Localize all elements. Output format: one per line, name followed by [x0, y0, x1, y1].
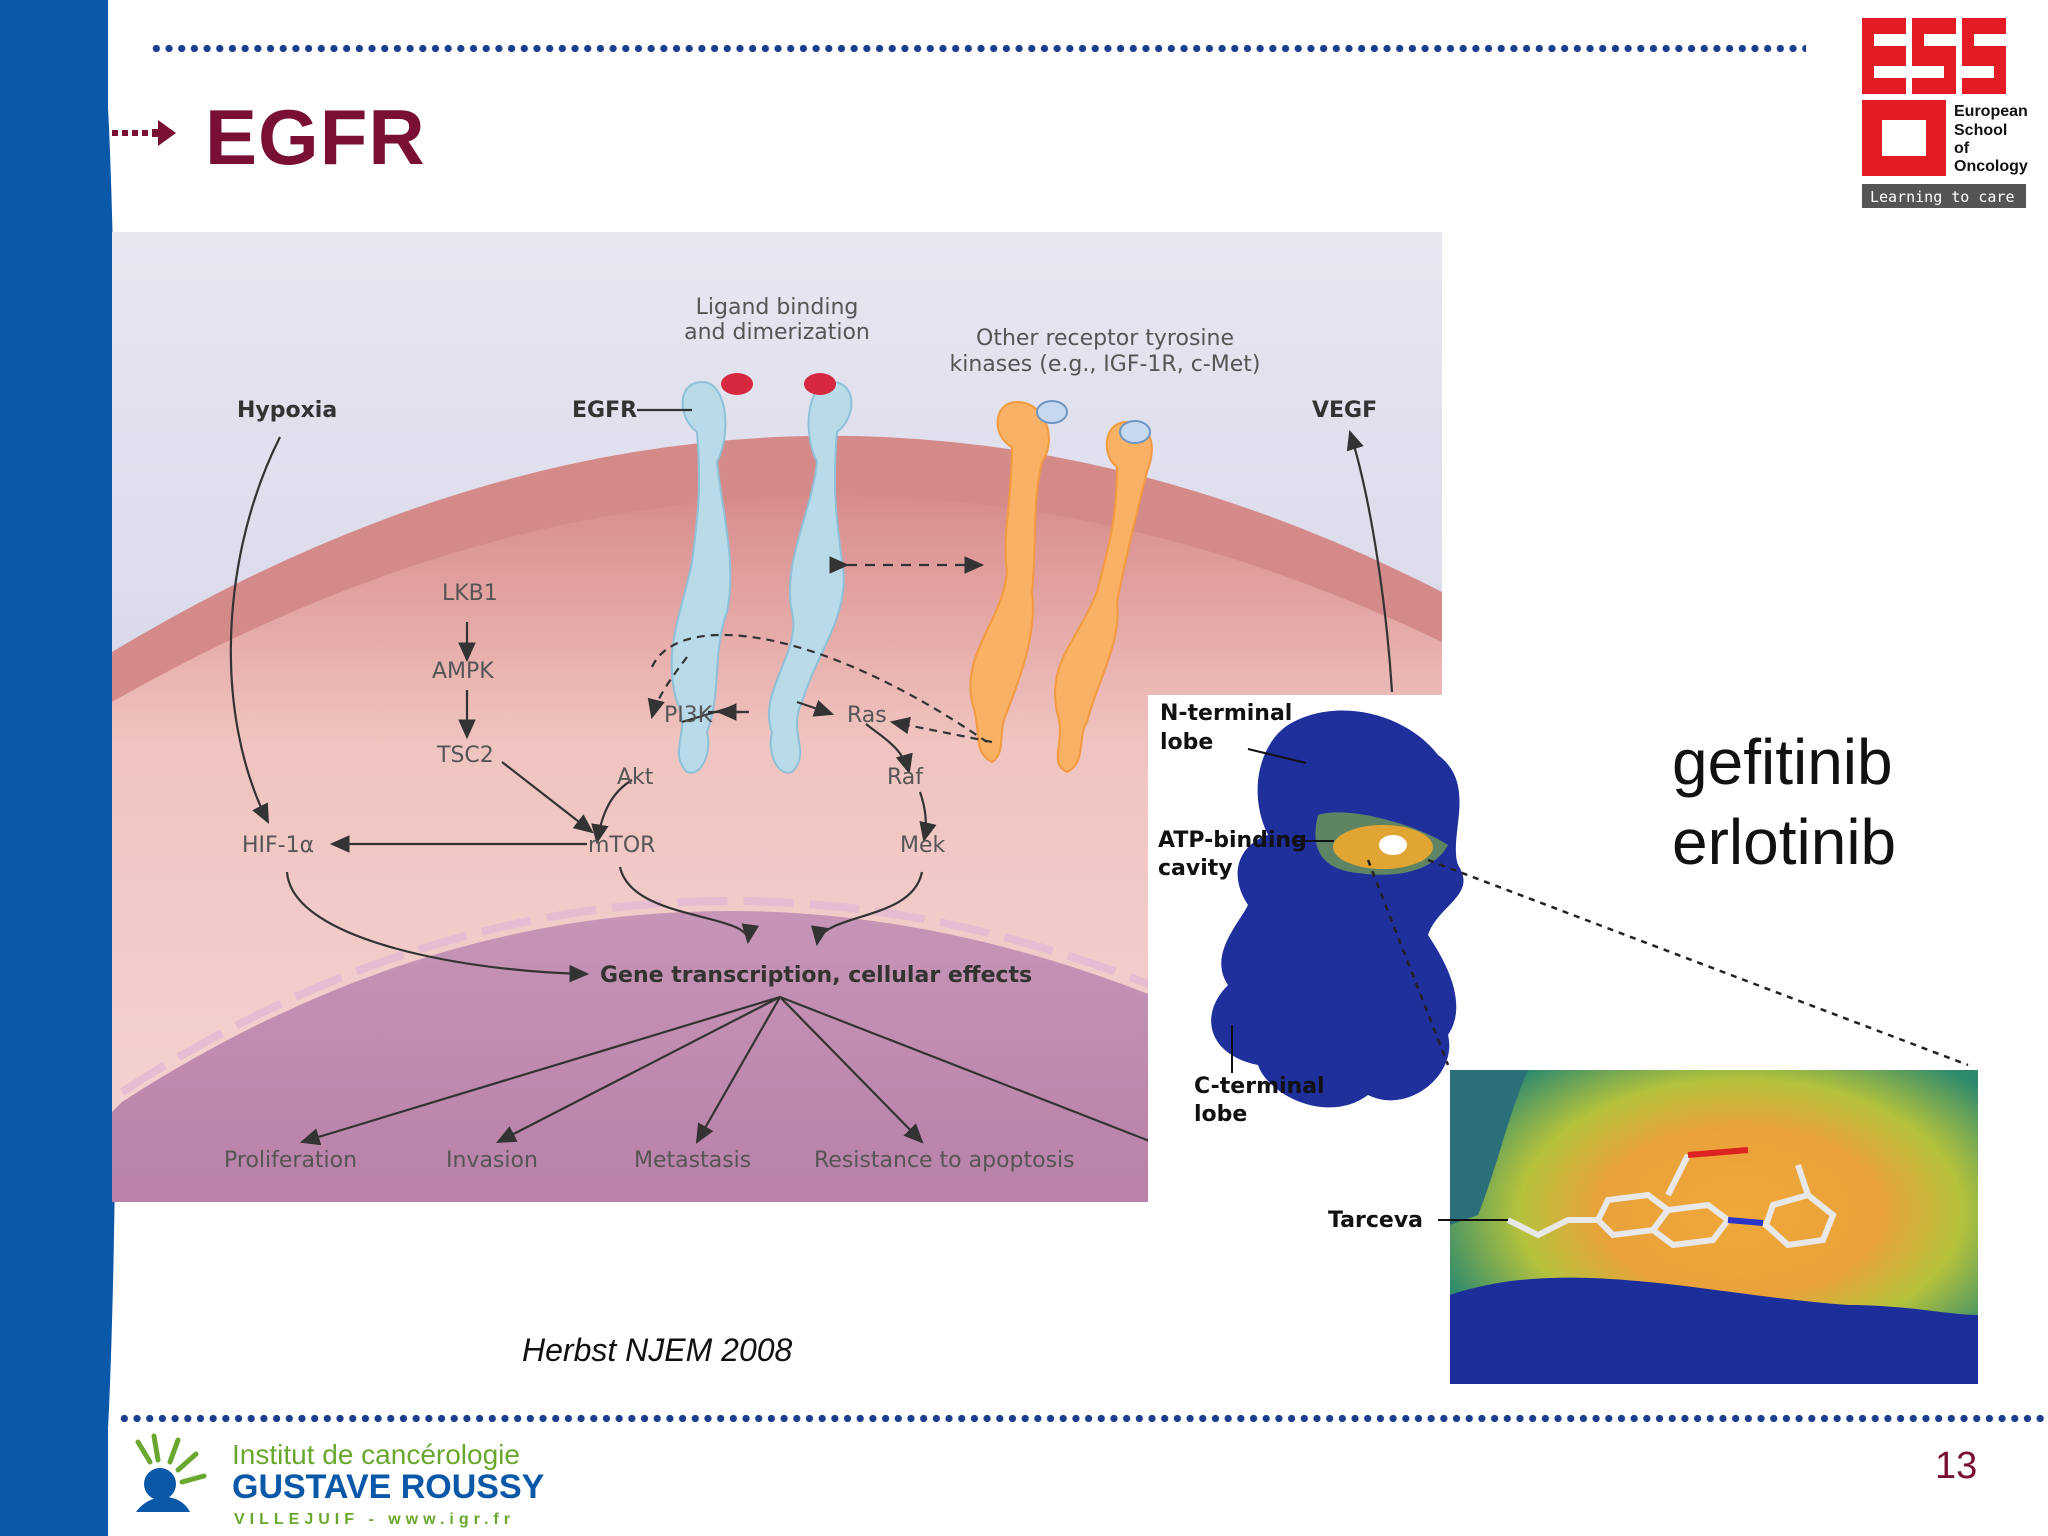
- other-rtk-dimer: [969, 400, 1153, 774]
- atp-binding-label-1: ATP-binding: [1158, 828, 1307, 853]
- metastasis-label: Metastasis: [634, 1148, 751, 1173]
- akt-label: Akt: [617, 765, 654, 790]
- vegf-label: VEGF: [1312, 398, 1377, 423]
- left-sidebar-curve: [96, 0, 116, 1536]
- egfr-receptor-dimer: [670, 380, 853, 774]
- lkb1-label: LKB1: [442, 581, 498, 606]
- ligand-1: [721, 373, 753, 395]
- slide-title: EGFR: [205, 93, 426, 181]
- egfr-kinase-structure-panel: N-terminal lobe ATP-binding cavity C-ter…: [1148, 695, 1978, 1384]
- ampk-label: AMPK: [432, 659, 494, 684]
- drug-list: gefitinib erlotinib: [1672, 722, 1896, 882]
- tarceva-label: Tarceva: [1328, 1208, 1423, 1233]
- tsc2-label: TSC2: [436, 743, 494, 768]
- eso-logo: European School of Oncology Learning to …: [1862, 18, 2028, 208]
- other-rtk-label-1: Other receptor tyrosine: [976, 326, 1234, 351]
- igr-logo: Institut de cancérologie GUSTAVE ROUSSY …: [135, 1433, 545, 1528]
- left-sidebar-bar: [0, 0, 108, 1536]
- atp-binding-label-2: cavity: [1158, 856, 1233, 881]
- igr-logo-mark: [135, 1433, 207, 1512]
- ras-label: Ras: [847, 703, 887, 728]
- page-number: 13: [1935, 1445, 1978, 1487]
- n-terminal-label-2: lobe: [1160, 730, 1213, 755]
- igr-line-2: GUSTAVE ROUSSY: [232, 1468, 545, 1506]
- hypoxia-label: Hypoxia: [237, 398, 337, 423]
- rtk-ligand-2: [1119, 420, 1151, 444]
- igr-line-1: Institut de cancérologie: [232, 1439, 520, 1470]
- c-terminal-label-1: C-terminal: [1194, 1074, 1325, 1099]
- eso-logo-mark: [1862, 18, 2006, 176]
- nuclear-envelope: [119, 896, 1194, 1096]
- proliferation-label: Proliferation: [224, 1148, 357, 1173]
- mek-label: Mek: [900, 833, 946, 858]
- igr-line-3: VILLEJUIF - www.igr.fr: [234, 1511, 515, 1528]
- kinase-surface: [1211, 710, 1464, 1108]
- drug-gefitinib: gefitinib: [1672, 726, 1893, 798]
- drug-erlotinib: erlotinib: [1672, 806, 1897, 878]
- eso-line-4: Oncology: [1954, 158, 2028, 175]
- egfr-label: EGFR: [572, 398, 637, 423]
- eso-line-2: School: [1954, 122, 2007, 139]
- gene-transcription-label: Gene transcription, cellular effects: [600, 963, 1032, 988]
- c-terminal-label-2: lobe: [1194, 1102, 1247, 1127]
- eso-tagline: Learning to care: [1870, 188, 2015, 206]
- invasion-label: Invasion: [446, 1148, 538, 1173]
- title-arrow-icon: [112, 120, 176, 146]
- ligand-binding-label-1: Ligand binding: [696, 295, 859, 320]
- top-dotted-rule: [150, 44, 1806, 53]
- pi3k-label: PI3K: [664, 703, 713, 728]
- hif-label: HIF-1α: [242, 833, 314, 858]
- other-rtk-label-2: kinases (e.g., IGF-1R, c-Met): [950, 352, 1261, 377]
- rtk-ligand-1: [1036, 400, 1068, 424]
- egfr-pathway-diagram: Ligand binding and dimerization Other re…: [112, 232, 1442, 1202]
- eso-line-3: of: [1954, 140, 1970, 157]
- n-terminal-label-1: N-terminal: [1160, 701, 1292, 726]
- bottom-dotted-rule: [118, 1414, 2048, 1423]
- ligand-2: [804, 373, 836, 395]
- raf-label: Raf: [887, 765, 924, 790]
- eso-line-1: European: [1954, 103, 2028, 120]
- citation: Herbst NJEM 2008: [522, 1332, 793, 1368]
- resistance-label: Resistance to apoptosis: [814, 1148, 1075, 1173]
- ligand-binding-label-2: and dimerization: [684, 320, 870, 345]
- tarceva-molecule: [1506, 1147, 1837, 1249]
- mtor-label: mTOR: [588, 833, 655, 858]
